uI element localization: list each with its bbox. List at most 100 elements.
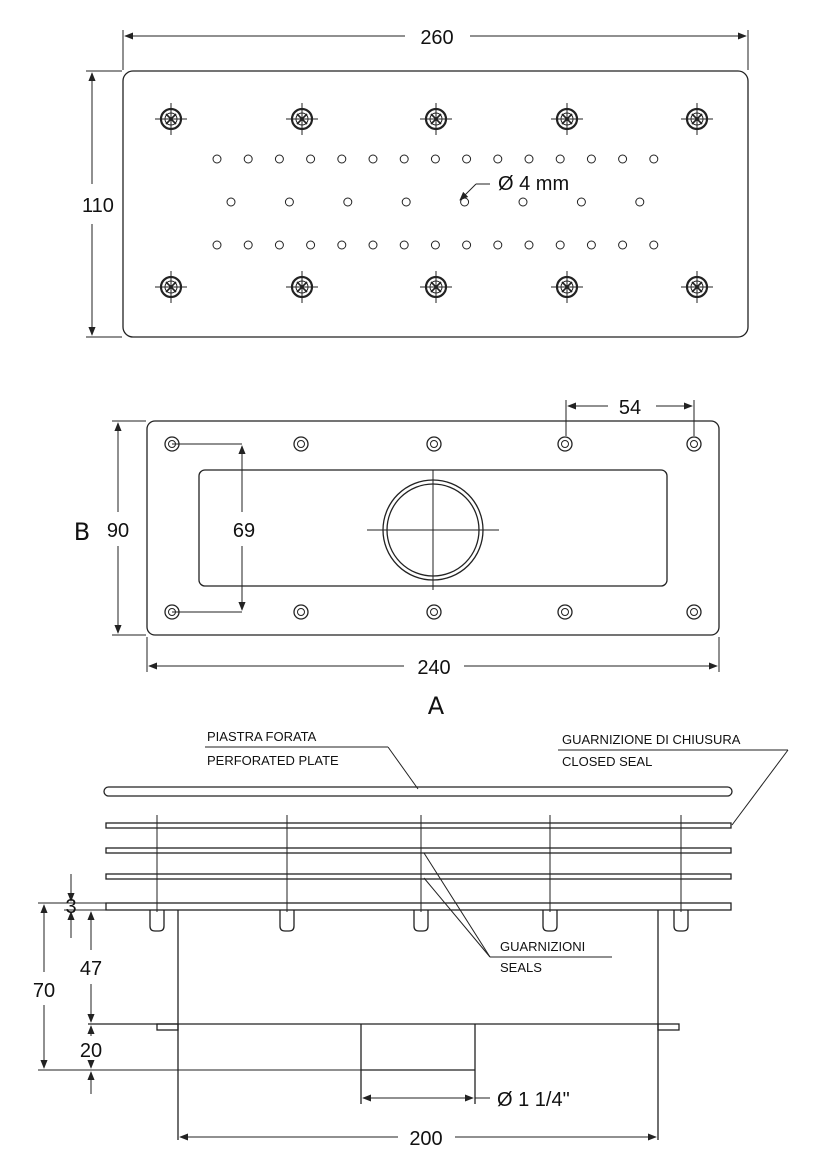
mounting-hole [430, 440, 438, 448]
screw-tab [673, 910, 689, 932]
screw-tab [149, 910, 165, 932]
frame-flange [105, 902, 732, 911]
perforation-hole [430, 154, 440, 164]
hole-diameter-callout: Ø 4 mm [498, 173, 569, 195]
seals-label-english: SEALS [500, 960, 542, 975]
screw-icon [551, 103, 583, 135]
perforated-plate-outline [122, 70, 749, 338]
perforation-hole [212, 154, 222, 164]
perforation-hole [368, 154, 378, 164]
pipe-diameter-dimension: Ø 1 1/4" [497, 1089, 570, 1111]
screw-icon [551, 271, 583, 303]
screw-icon [420, 271, 452, 303]
perforation-hole [555, 240, 565, 250]
mounting-hole [297, 440, 305, 448]
mounting-hole [686, 436, 702, 452]
body-width-dimension: 200 [409, 1128, 442, 1150]
hole-spacing-dimension: 54 [619, 397, 641, 419]
body-depth-dimension: 47 [80, 958, 102, 980]
perforation-hole [306, 154, 316, 164]
perforation-hole [524, 154, 534, 164]
mounting-hole [561, 608, 569, 616]
label-leader [423, 877, 491, 958]
plate-label-english: PERFORATED PLATE [207, 753, 339, 768]
perforation-hole [274, 240, 284, 250]
label-leader [387, 746, 419, 790]
frame-height-dimension: 90 [107, 520, 129, 542]
view-label-b: B [74, 518, 90, 546]
perforation-hole [368, 240, 378, 250]
frame-width-dimension: 240 [417, 657, 450, 679]
middle-view: 69 54 90 B 240 A [74, 397, 720, 720]
perforation-hole [462, 240, 472, 250]
perforation-hole [618, 154, 628, 164]
perforation-hole [635, 197, 645, 207]
seal-layer [105, 847, 732, 854]
perforation-hole [226, 197, 236, 207]
perforation-hole [576, 197, 586, 207]
perforation-hole [555, 154, 565, 164]
seal-layer [105, 822, 732, 829]
mounting-hole [430, 608, 438, 616]
seals-label-italian: GUARNIZIONI [500, 939, 585, 954]
mounting-hole [690, 440, 698, 448]
outlet-depth-dimension: 20 [80, 1040, 102, 1062]
mounting-hole [557, 436, 573, 452]
screw-tab [542, 910, 558, 932]
perforation-hole [337, 240, 347, 250]
seal-label-italian: GUARNIZIONE DI CHIUSURA [562, 732, 741, 747]
seal-label-english: CLOSED SEAL [562, 754, 652, 769]
perforated-plate-section [103, 786, 733, 797]
screw-tab [413, 910, 429, 932]
perforation-hole [493, 154, 503, 164]
perforation-hole [649, 240, 659, 250]
mounting-hole [293, 436, 309, 452]
screw-icon [681, 271, 713, 303]
mounting-hole [297, 608, 305, 616]
screw-icon [155, 271, 187, 303]
mounting-hole [293, 604, 309, 620]
perforation-hole [212, 240, 222, 250]
top-view: 260 110 Ø 4 mm [82, 27, 749, 338]
screw-icon [681, 103, 713, 135]
frame-outline [146, 420, 720, 636]
perforation-hole [518, 197, 528, 207]
label-leader [731, 749, 789, 826]
screw-icon [286, 103, 318, 135]
screw-icon [155, 103, 187, 135]
right-lip [657, 1023, 680, 1031]
mounting-hole [686, 604, 702, 620]
perforation-hole [460, 197, 470, 207]
mounting-hole [557, 604, 573, 620]
perforation-hole [401, 197, 411, 207]
top-width-dimension: 260 [420, 27, 453, 49]
perforation-hole [399, 240, 409, 250]
perforation-hole [284, 197, 294, 207]
inner-height-dimension: 69 [233, 520, 255, 542]
mounting-hole [426, 436, 442, 452]
section-view: Ø 1 1/4" 200 70 3 47 20 PIASTRA FORATA P… [33, 729, 789, 1150]
mounting-hole [690, 608, 698, 616]
seal-layer [105, 873, 732, 880]
mounting-hole [561, 440, 569, 448]
perforation-hole [243, 154, 253, 164]
total-height-dimension: 70 [33, 980, 55, 1002]
perforation-hole [243, 240, 253, 250]
top-height-dimension: 110 [82, 195, 114, 217]
perforation-hole [618, 240, 628, 250]
perforation-hole [306, 240, 316, 250]
perforation-hole [274, 154, 284, 164]
hole-group [212, 154, 659, 250]
screw-icon [286, 271, 318, 303]
mounting-hole [426, 604, 442, 620]
label-leader [423, 852, 491, 958]
perforation-hole [337, 154, 347, 164]
screw-shaft-group [149, 815, 689, 932]
perforation-hole [462, 154, 472, 164]
screw-group [155, 103, 713, 303]
view-label-a: A [428, 692, 445, 720]
perforation-hole [586, 154, 596, 164]
screw-tab [279, 910, 295, 932]
perforation-hole [343, 197, 353, 207]
